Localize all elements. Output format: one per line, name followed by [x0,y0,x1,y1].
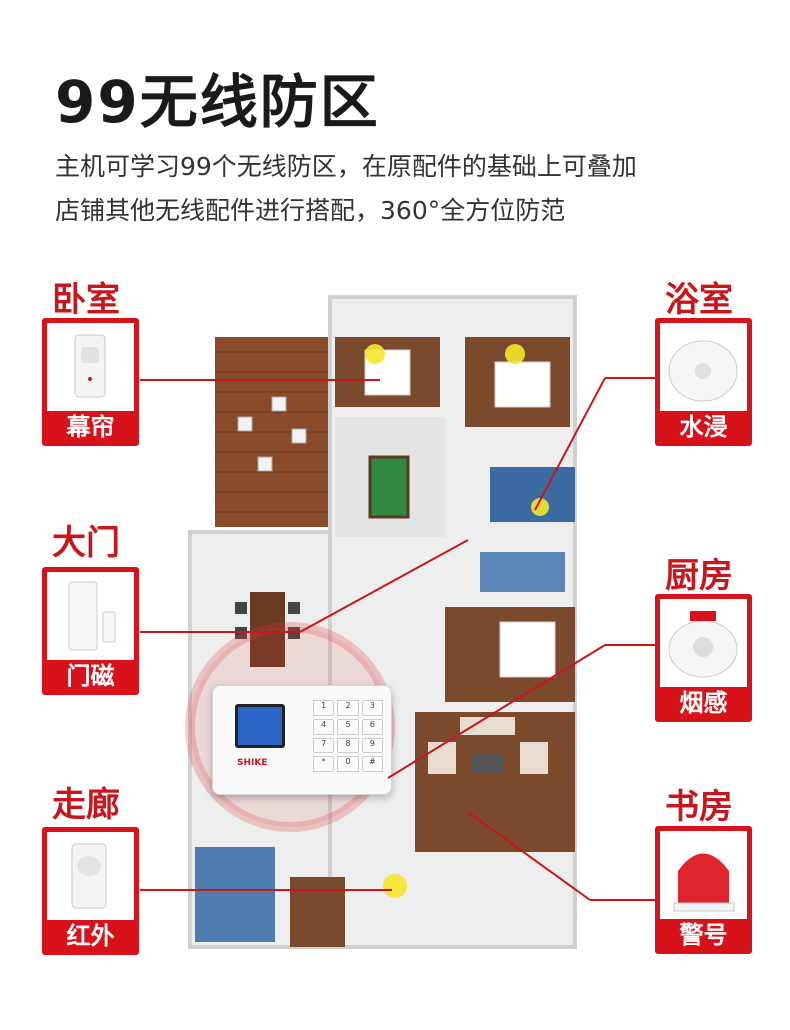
panel-keypad: 1 2 3 4 5 6 7 8 9 * 0 # [313,700,383,772]
panel-key: 0 [337,756,359,772]
panel-screen [235,704,285,748]
panel-key: 4 [313,718,335,735]
smoke-detector-icon [660,599,747,687]
panel-key: 1 [313,700,335,716]
panel-key: 6 [361,718,383,735]
room-label-bathroom: 浴室 [665,280,733,320]
device-label: 警号 [679,921,728,949]
panel-key: * [313,756,335,772]
siren-icon [660,831,747,919]
water-leak-sensor-icon [660,323,747,411]
description-line-2: 店铺其他无线配件进行搭配，360°全方位防范 [55,196,566,225]
description-line-1: 主机可学习99个无线防区，在原配件的基础上可叠加 [55,152,637,181]
panel-brand-logo: SHIKE [237,758,268,768]
room-label-kitchen: 厨房 [665,556,733,596]
device-card-door-magnet: 门磁 [42,567,139,695]
panel-key: 5 [337,718,359,735]
device-label: 烟感 [679,689,728,717]
panel-key: 3 [361,700,383,716]
curtain-sensor-icon [47,323,134,411]
device-card-smoke: 烟感 [655,594,752,722]
panel-key: 7 [313,737,335,754]
door-magnet-icon [47,572,134,660]
device-card-pir: 红外 [42,827,139,955]
panel-key: # [361,756,383,772]
panel-key: 2 [337,700,359,716]
room-label-corridor: 走廊 [52,785,120,825]
alarm-control-panel: 1 2 3 4 5 6 7 8 9 * 0 # SHIKE [212,685,392,795]
page-title: 99无线防区 [55,68,380,136]
pir-sensor-icon [47,832,134,920]
device-card-curtain: 幕帘 [42,318,139,446]
device-label: 门磁 [66,662,115,690]
device-card-water-leak: 水浸 [655,318,752,446]
room-label-study: 书房 [665,787,733,827]
panel-key: 8 [337,737,359,754]
device-label: 幕帘 [66,413,115,441]
device-label: 水浸 [679,413,728,441]
room-label-bedroom: 卧室 [52,280,120,320]
device-label: 红外 [66,922,115,950]
device-card-siren: 警号 [655,826,752,954]
panel-key: 9 [361,737,383,754]
room-label-entrance: 大门 [52,523,120,563]
